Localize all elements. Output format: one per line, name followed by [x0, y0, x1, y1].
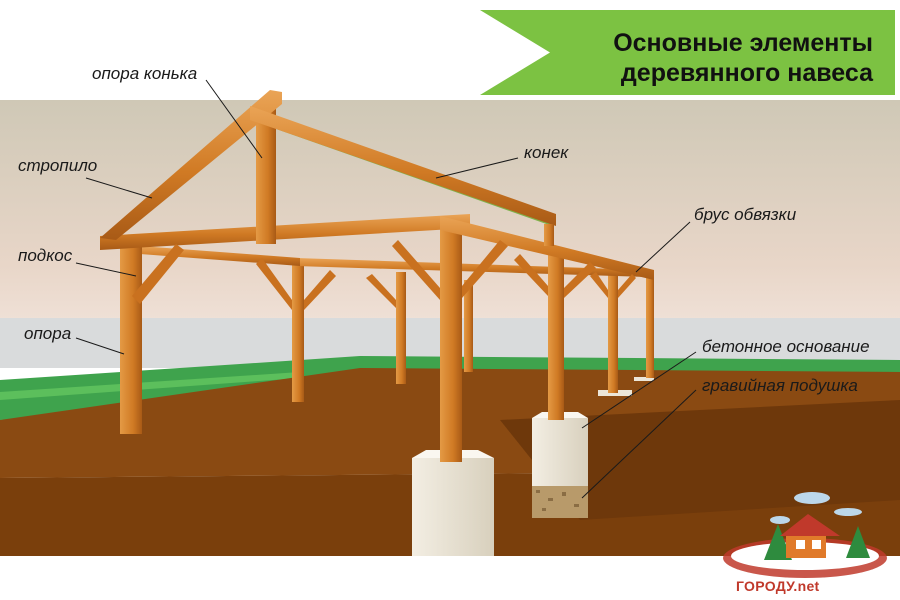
label-rafter: стропило: [18, 156, 98, 175]
label-brace: подкос: [18, 246, 73, 265]
gravel-cushion: [532, 486, 588, 518]
leader-lines: [75, 79, 697, 499]
concrete-pillar-middle: [532, 412, 588, 486]
label-concrete-base: бетонное основание: [702, 337, 870, 356]
logo-emblem: [723, 492, 887, 578]
concrete-pillar-front: [412, 450, 494, 556]
page-title: Основные элементы деревянного навеса: [613, 28, 873, 88]
label-tie-beam: брус обвязки: [694, 205, 797, 224]
pad-back-2: [634, 377, 654, 381]
grass-highlight: [0, 372, 300, 400]
front-frame: [100, 90, 654, 462]
soil-pit: [500, 400, 900, 520]
title-line-1: Основные элементы: [613, 29, 873, 57]
label-gravel-cushion: гравийная подушка: [702, 376, 858, 395]
title-line-2: деревянного навеса: [620, 59, 873, 87]
label-post: опора: [24, 324, 72, 343]
label-ridge: конек: [524, 143, 569, 162]
label-ridge-support: опора конька: [92, 64, 198, 83]
logo-text: ГОРОДУ.net: [736, 578, 820, 594]
